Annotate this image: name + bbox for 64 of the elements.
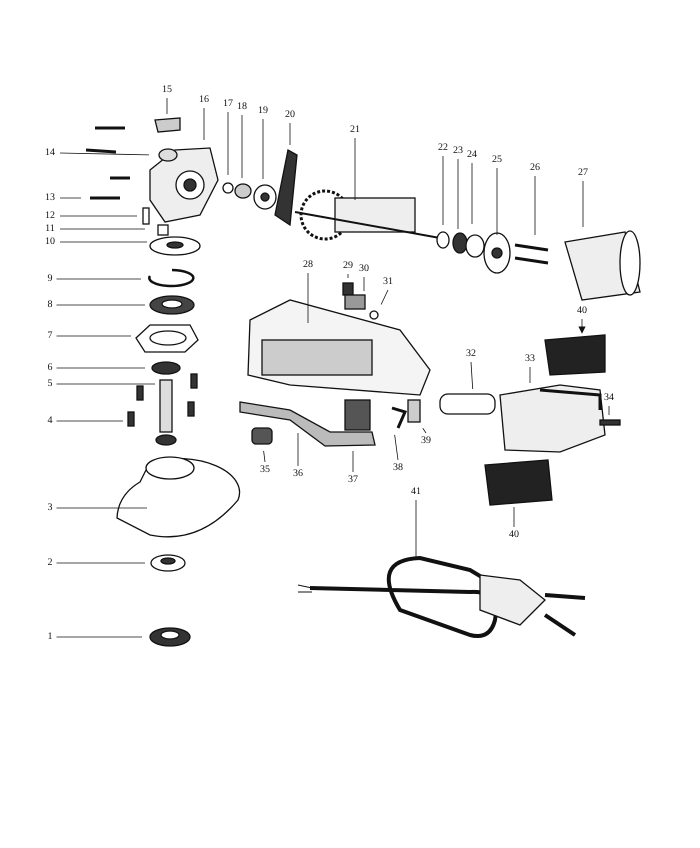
- callout-number: 15: [159, 84, 175, 96]
- callout-number: 17: [220, 98, 236, 110]
- leader-line: [582, 180, 584, 228]
- callout-number: 22: [435, 142, 451, 154]
- leader-line: [60, 228, 146, 230]
- callout-number: 18: [234, 101, 250, 113]
- callout-number: 5: [46, 378, 54, 390]
- callout-number: 35: [257, 464, 273, 476]
- callout-number: 36: [290, 468, 306, 480]
- callout-number: 40: [506, 529, 522, 541]
- callout-number: 14: [42, 147, 58, 159]
- leader-line: [56, 420, 124, 422]
- callout-number: 10: [42, 236, 58, 248]
- callout-number: 16: [196, 94, 212, 106]
- leader-line: [60, 152, 150, 156]
- callout-number: 39: [418, 435, 434, 447]
- callout-number: 20: [282, 109, 298, 121]
- callout-number: 23: [450, 145, 466, 157]
- callout-number: 33: [522, 353, 538, 365]
- callout-number: 8: [46, 299, 54, 311]
- leader-line: [352, 450, 354, 472]
- callout-number: 4: [46, 415, 54, 427]
- leader-line: [470, 362, 474, 390]
- callout-number: 7: [46, 330, 54, 342]
- callout-number: 11: [42, 223, 58, 235]
- leader-line: [262, 118, 264, 180]
- callout-number: 37: [345, 474, 361, 486]
- callout-number: 41: [408, 486, 424, 498]
- callout-number: 34: [601, 392, 617, 404]
- callout-number: 6: [46, 362, 54, 374]
- callout-number: 27: [575, 167, 591, 179]
- leader-line: [56, 636, 142, 638]
- leader-line: [534, 176, 536, 236]
- leader-line: [380, 290, 388, 305]
- leader-line: [496, 168, 498, 236]
- leader-line: [56, 278, 142, 280]
- leader-line: [354, 138, 356, 200]
- callout-number: 19: [255, 105, 271, 117]
- callout-number: 21: [347, 124, 363, 136]
- callout-number: 29: [340, 260, 356, 272]
- leader-line: [578, 318, 586, 334]
- callout-number: 40: [574, 305, 590, 317]
- callout-number: 26: [527, 162, 543, 174]
- callout-number: 24: [464, 149, 480, 161]
- leader-line: [608, 406, 610, 416]
- callout-number: 38: [390, 462, 406, 474]
- leader-line: [422, 428, 426, 434]
- callout-number: 9: [46, 273, 54, 285]
- callout-number: 2: [46, 557, 54, 569]
- callout-number: 3: [46, 502, 54, 514]
- callout-number: 32: [463, 348, 479, 360]
- callout-number: 1: [46, 631, 54, 643]
- leader-line: [56, 562, 146, 564]
- callout-number: 13: [42, 192, 58, 204]
- callout-number: 31: [380, 276, 396, 288]
- callout-number: 30: [356, 263, 372, 275]
- leader-line: [263, 450, 266, 462]
- leader-line: [394, 434, 398, 460]
- callout-number: 12: [42, 210, 58, 222]
- callout-number: 28: [300, 259, 316, 271]
- callout-number: 25: [489, 154, 505, 166]
- leader-line: [166, 98, 168, 114]
- leader-line: [442, 156, 444, 226]
- leader-line: [56, 304, 146, 306]
